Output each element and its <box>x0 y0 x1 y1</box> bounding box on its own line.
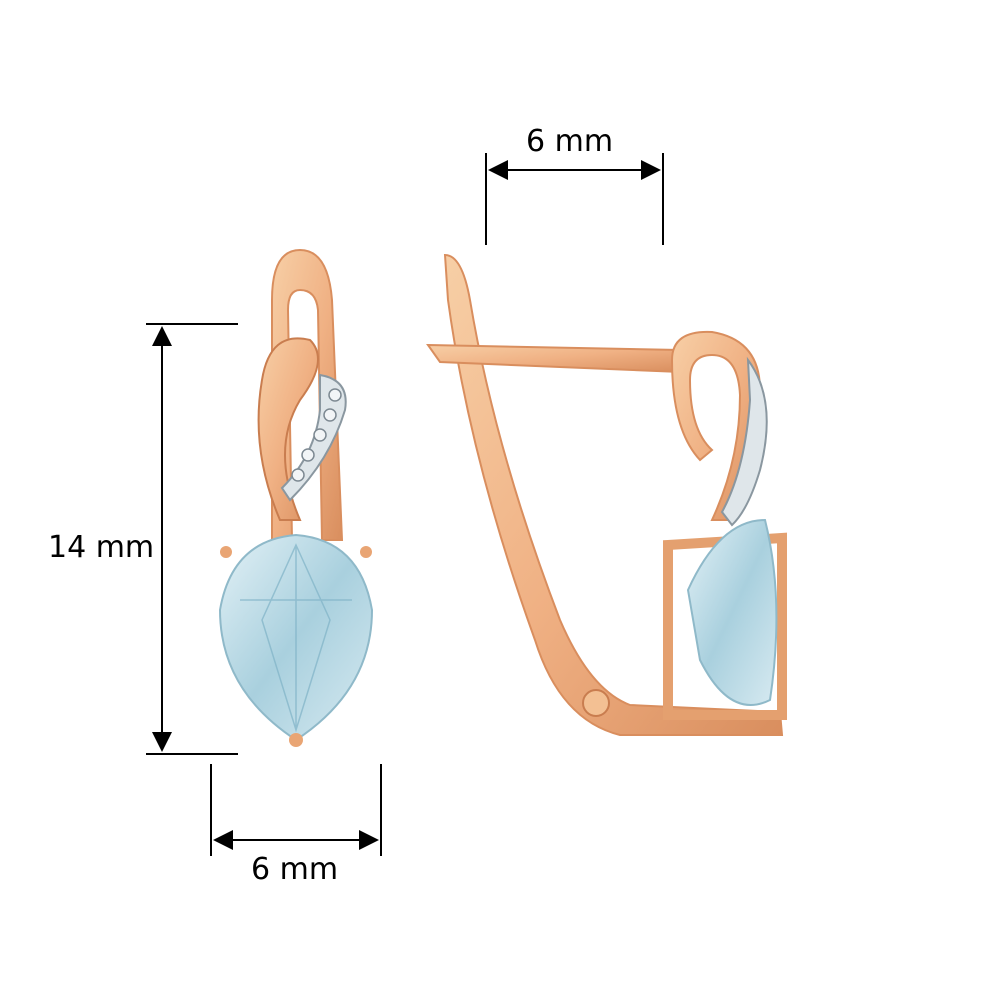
diamond-stones <box>291 388 342 482</box>
front-view-earring <box>218 248 374 747</box>
bottom-width-label: 6 mm <box>251 852 339 887</box>
pear-gemstone-side <box>686 518 778 706</box>
dimension-lines <box>146 153 664 856</box>
hinge-pin <box>582 689 610 717</box>
height-label: 14 mm <box>48 530 155 565</box>
top-width-label: 6 mm <box>526 124 614 159</box>
side-view-earring <box>426 253 787 736</box>
